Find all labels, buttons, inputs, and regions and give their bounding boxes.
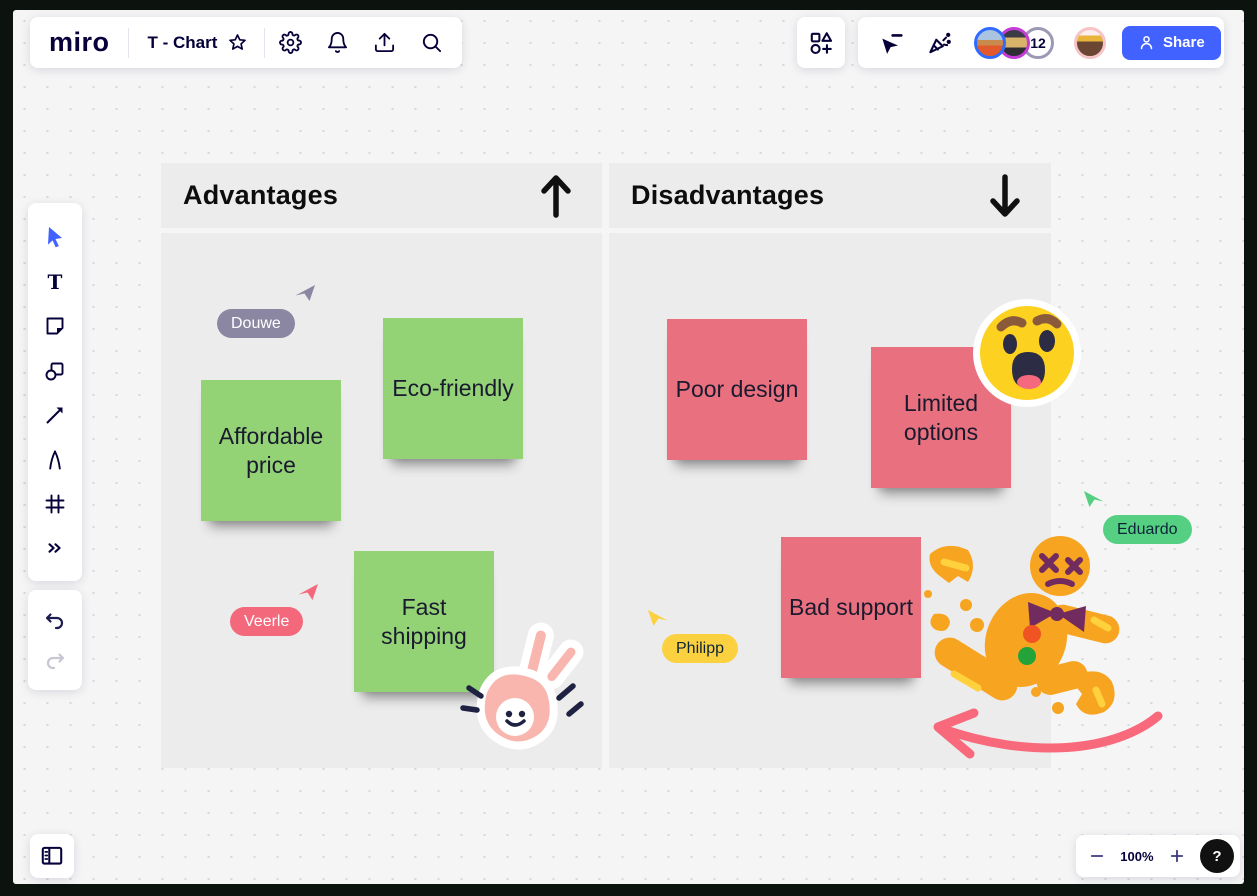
advantages-column-header[interactable]: Advantages xyxy=(161,163,602,228)
cursor-name: Veerle xyxy=(244,612,290,630)
eduardo-cursor-label: Eduardo xyxy=(1103,515,1192,544)
zoom-controls: 100% ? xyxy=(1076,835,1240,877)
collaborator-avatars: 12 xyxy=(974,26,1106,59)
connector-arrow-tool[interactable] xyxy=(43,403,67,427)
shapes-tool[interactable] xyxy=(43,359,67,383)
frames-panel-button[interactable] xyxy=(30,834,74,878)
settings-gear-icon[interactable] xyxy=(279,31,303,54)
ok-hand-sticker[interactable] xyxy=(453,622,585,757)
arrow-up-icon xyxy=(541,174,571,218)
pen-tool[interactable] xyxy=(43,448,67,472)
cursor-name: Douwe xyxy=(231,314,281,332)
collaboration-toolbar: 12 Share xyxy=(858,17,1224,68)
sticky-note[interactable]: Bad support xyxy=(781,537,921,678)
disadvantages-title: Disadvantages xyxy=(631,180,825,210)
cursor-name: Eduardo xyxy=(1117,520,1178,538)
svg-text:T: T xyxy=(48,270,63,294)
pink-curved-arrow-drawing[interactable] xyxy=(920,700,1168,768)
douwe-cursor-icon xyxy=(295,285,315,301)
frame-tool[interactable] xyxy=(43,492,67,516)
philipp-cursor-label: Philipp xyxy=(662,634,739,663)
help-button[interactable]: ? xyxy=(1200,839,1234,873)
philipp-cursor-icon xyxy=(648,610,668,626)
whiteboard-canvas[interactable]: Advantages Disadvantages Affordable pric… xyxy=(13,10,1244,884)
sticky-note[interactable]: Fast shipping xyxy=(354,551,494,692)
sticky-note[interactable]: Affordable price xyxy=(201,380,341,521)
shocked-emoji-sticker[interactable] xyxy=(971,297,1083,409)
broken-gingerbread-sticker[interactable] xyxy=(908,522,1126,720)
redo-icon[interactable] xyxy=(43,648,67,672)
more-tools-chevrons-icon[interactable] xyxy=(44,537,66,559)
board-title[interactable]: T - Chart xyxy=(147,32,218,52)
note-text: Affordable price xyxy=(218,423,324,478)
notifications-bell-icon[interactable] xyxy=(326,31,349,54)
douwe-cursor-label: Douwe xyxy=(217,309,295,338)
apps-panel xyxy=(797,17,845,68)
hide-cursors-icon[interactable] xyxy=(878,30,904,56)
apps-widgets-icon[interactable] xyxy=(808,30,834,56)
frames-sidebar-icon xyxy=(41,846,63,865)
export-upload-icon[interactable] xyxy=(373,31,396,54)
sticky-note-tool[interactable] xyxy=(43,314,67,338)
note-text: Fast shipping xyxy=(381,594,467,649)
person-icon xyxy=(1140,35,1153,50)
reactions-confetti-icon[interactable] xyxy=(926,30,952,56)
cursor-name: Philipp xyxy=(676,639,725,657)
divider xyxy=(127,27,129,58)
undo-icon[interactable] xyxy=(43,608,67,632)
zoom-level[interactable]: 100% xyxy=(1120,848,1154,864)
creation-toolbar: T xyxy=(28,203,82,581)
zoom-in-plus-icon[interactable] xyxy=(1168,847,1186,865)
sticky-note[interactable]: Limited options xyxy=(871,347,1011,488)
share-label: Share xyxy=(1163,34,1205,51)
favorite-star-icon[interactable] xyxy=(227,32,248,53)
select-tool[interactable] xyxy=(43,225,67,249)
help-label: ? xyxy=(1212,847,1222,865)
note-text: Limited options xyxy=(903,390,979,445)
search-icon[interactable] xyxy=(420,31,443,54)
collaborator-avatar[interactable] xyxy=(974,26,1006,59)
note-text: Bad support xyxy=(788,594,914,621)
eduardo-cursor-icon xyxy=(1084,491,1104,507)
note-text: Poor design xyxy=(675,376,799,403)
veerle-cursor-icon xyxy=(298,584,318,600)
divider xyxy=(264,27,266,58)
current-user-avatar[interactable] xyxy=(1074,26,1106,59)
sticky-note[interactable]: Eco-friendly xyxy=(383,318,523,459)
miro-logo[interactable]: miro xyxy=(49,27,110,57)
disadvantages-column-header[interactable]: Disadvantages xyxy=(609,163,1051,228)
sticky-note[interactable]: Poor design xyxy=(667,319,807,460)
zoom-out-minus-icon[interactable] xyxy=(1088,847,1106,865)
veerle-cursor-label: Veerle xyxy=(230,607,304,636)
advantages-title: Advantages xyxy=(183,180,339,210)
history-panel xyxy=(28,590,82,690)
share-button[interactable]: Share xyxy=(1122,25,1221,60)
text-tool[interactable]: T xyxy=(43,270,67,294)
collaborator-count: 12 xyxy=(1030,34,1046,51)
main-toolbar: miro T - Chart xyxy=(30,17,463,68)
note-text: Eco-friendly xyxy=(392,375,514,402)
arrow-down-icon xyxy=(990,173,1020,217)
